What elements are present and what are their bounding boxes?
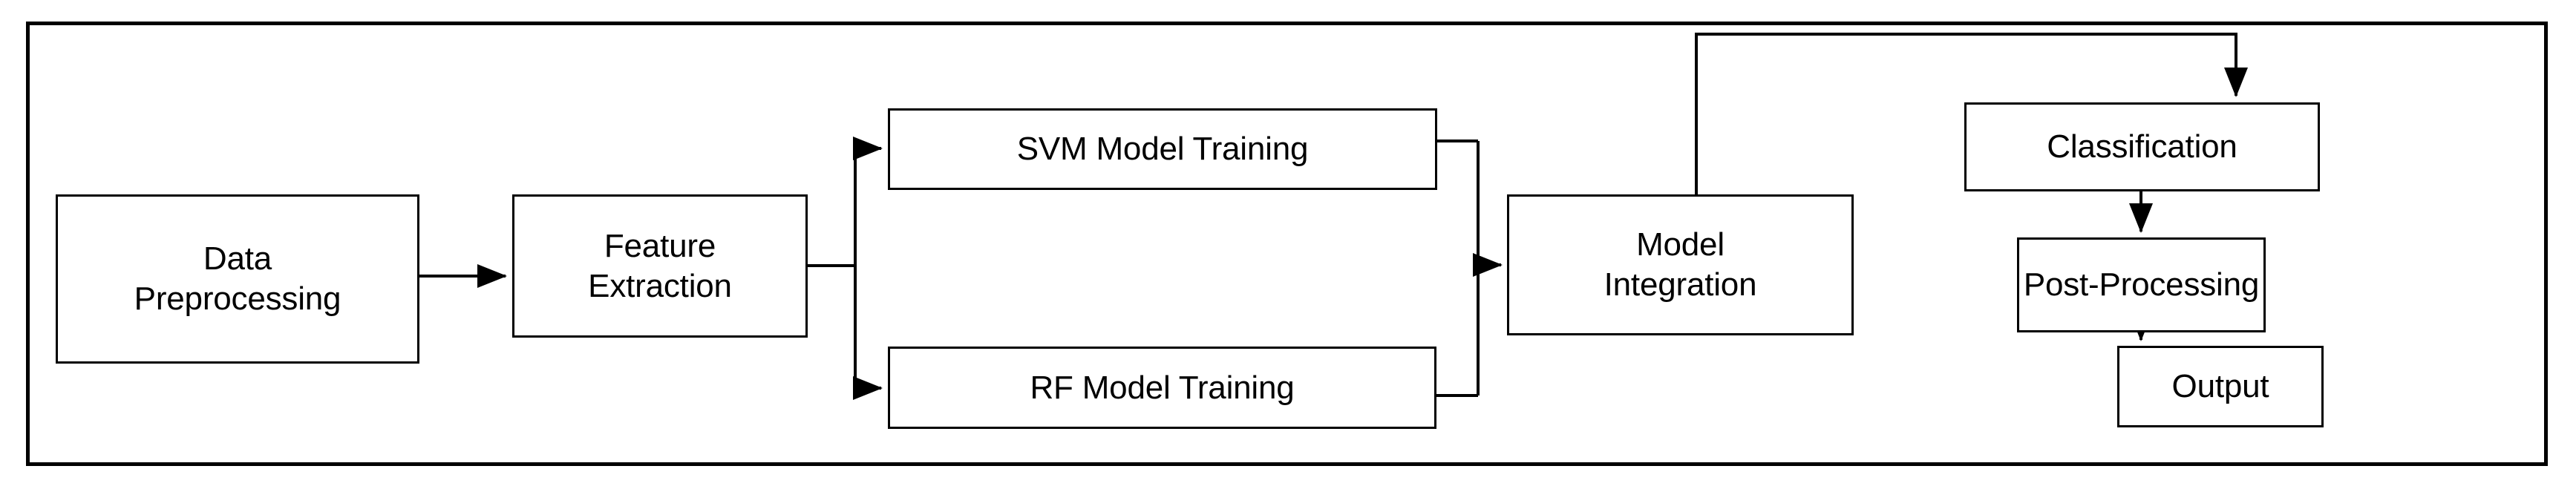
node-classification[interactable]: Classification (1964, 102, 2320, 191)
node-svm-model-training[interactable]: SVM Model Training (888, 108, 1437, 190)
node-post-processing[interactable]: Post-Processing (2017, 237, 2266, 332)
node-data-preprocessing[interactable]: Data Preprocessing (56, 194, 419, 364)
outer-frame (26, 22, 2548, 466)
node-output[interactable]: Output (2117, 346, 2324, 427)
node-model-integration[interactable]: Model Integration (1507, 194, 1854, 335)
edge-integration-to-classification (1695, 33, 2248, 194)
node-feature-extraction[interactable]: Feature Extraction (512, 194, 808, 338)
edge-feature-branch (808, 148, 857, 388)
node-rf-model-training[interactable]: RF Model Training (888, 347, 1436, 429)
edge-merge-to-integration (1473, 141, 1503, 396)
